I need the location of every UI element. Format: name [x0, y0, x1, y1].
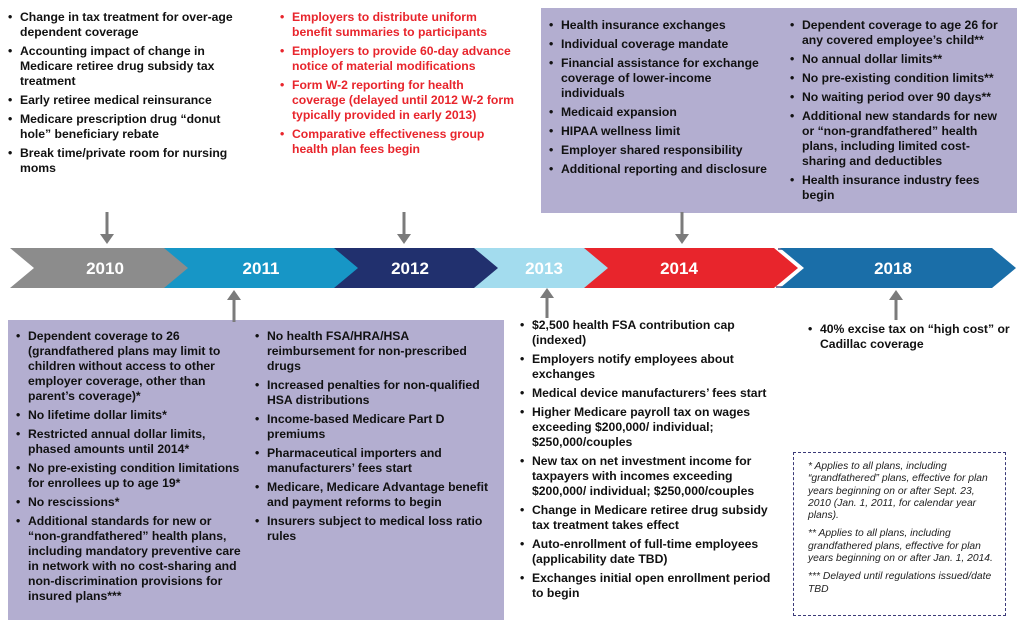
year-label-2012: 2012	[391, 259, 429, 278]
list-2011-left: Dependent coverage to 26 (grandfathered …	[14, 329, 246, 608]
list-2011-right: No health FSA/HRA/HSA reimbursement for …	[253, 329, 493, 548]
chevron-2018	[780, 248, 1016, 288]
list-item: Insurers subject to medical loss ratio r…	[253, 514, 493, 544]
list-item: Exchanges initial open enrollment period…	[518, 571, 778, 601]
year-label-2010: 2010	[86, 259, 124, 278]
arrow-up-2018	[889, 290, 903, 320]
list-item: No lifetime dollar limits*	[14, 408, 246, 423]
list-item: Medicaid expansion	[547, 105, 769, 120]
list-2014-right: Dependent coverage to age 26 for any cov…	[788, 18, 1010, 207]
list-item: No rescissions*	[14, 495, 246, 510]
year-label-2014: 2014	[660, 259, 698, 278]
list-item: Accounting impact of change in Medicare …	[6, 44, 234, 89]
list-item: Employers notify employees about exchang…	[518, 352, 778, 382]
footnote-1: * Applies to all plans, including “grand…	[808, 461, 988, 522]
list-item: Health insurance industry fees begin	[788, 173, 1010, 203]
arrow-up-2011	[227, 290, 241, 322]
list-item: Change in Medicare retiree drug subsidy …	[518, 503, 778, 533]
list-item: Increased penalties for non-qualified HS…	[253, 378, 493, 408]
list-item: Dependent coverage to 26 (grandfathered …	[14, 329, 246, 404]
list-item: Additional new standards for new or “non…	[788, 109, 1010, 169]
year-label-2013: 2013	[525, 259, 563, 278]
footnotes-box: * Applies to all plans, including “grand…	[793, 452, 1006, 616]
list-item: Additional standards for new or “non-gra…	[14, 514, 246, 604]
chevron-2013	[470, 248, 608, 288]
list-item: Form W-2 reporting for health coverage (…	[278, 78, 518, 123]
list-item: Individual coverage mandate	[547, 37, 769, 52]
list-2013: $2,500 health FSA contribution cap (inde…	[518, 318, 778, 605]
list-2012: Employers to distribute uniform benefit …	[278, 10, 518, 161]
list-item: Change in tax treatment for over-age dep…	[6, 10, 234, 40]
list-2010: Change in tax treatment for over-age dep…	[6, 10, 234, 180]
chevron-2012	[330, 248, 498, 288]
list-item: Employers to provide 60-day advance noti…	[278, 44, 518, 74]
list-item: Pharmaceutical importers and manufacture…	[253, 446, 493, 476]
list-item: Income-based Medicare Part D premiums	[253, 412, 493, 442]
list-item: Medical device manufacturers’ fees start	[518, 386, 778, 401]
list-item: $2,500 health FSA contribution cap (inde…	[518, 318, 778, 348]
list-item: No health FSA/HRA/HSA reimbursement for …	[253, 329, 493, 374]
footnote-3: *** Delayed until regulations issued/dat…	[808, 571, 992, 595]
list-item: 40% excise tax on “high cost” or Cadilla…	[806, 322, 1014, 352]
list-item: No pre-existing condition limits**	[788, 71, 1010, 86]
list-item: No annual dollar limits**	[788, 52, 1010, 67]
arrow-up-2013	[540, 288, 554, 318]
arrow-down-2012	[397, 212, 411, 244]
list-item: New tax on net investment income for tax…	[518, 454, 778, 499]
chevron-2011	[160, 248, 358, 288]
list-item: Higher Medicare payroll tax on wages exc…	[518, 405, 778, 450]
list-item: No waiting period over 90 days**	[788, 90, 1010, 105]
chevron-2014	[580, 248, 798, 288]
list-item: HIPAA wellness limit	[547, 124, 769, 139]
list-item: No pre-existing condition limitations fo…	[14, 461, 246, 491]
list-item: Additional reporting and disclosure	[547, 162, 769, 177]
list-item: Break time/private room for nursing moms	[6, 146, 234, 176]
arrow-down-2014	[675, 212, 689, 244]
year-label-2018: 2018	[874, 259, 912, 278]
list-item: Auto-enrollment of full-time employees (…	[518, 537, 778, 567]
arrow-down-2010	[100, 212, 114, 244]
timeline: 2010 2011 2012 2013 2014 2018	[10, 248, 1016, 288]
list-item: Restricted annual dollar limits, phased …	[14, 427, 246, 457]
chevron-2010	[10, 248, 188, 288]
list-item: Employer shared responsibility	[547, 143, 769, 158]
list-2018: 40% excise tax on “high cost” or Cadilla…	[806, 322, 1014, 356]
list-item: Dependent coverage to age 26 for any cov…	[788, 18, 1010, 48]
footnote-2: ** Applies to all plans, including grand…	[808, 528, 993, 565]
list-item: Early retiree medical reinsurance	[6, 93, 234, 108]
list-item: Medicare, Medicare Advantage benefit and…	[253, 480, 493, 510]
year-label-2011: 2011	[243, 259, 280, 278]
list-item: Health insurance exchanges	[547, 18, 769, 33]
list-item: Financial assistance for exchange covera…	[547, 56, 769, 101]
list-item: Employers to distribute uniform benefit …	[278, 10, 518, 40]
list-item: Comparative effectiveness group health p…	[278, 127, 518, 157]
list-item: Medicare prescription drug “donut hole” …	[6, 112, 234, 142]
list-2014-left: Health insurance exchangesIndividual cov…	[547, 18, 769, 181]
